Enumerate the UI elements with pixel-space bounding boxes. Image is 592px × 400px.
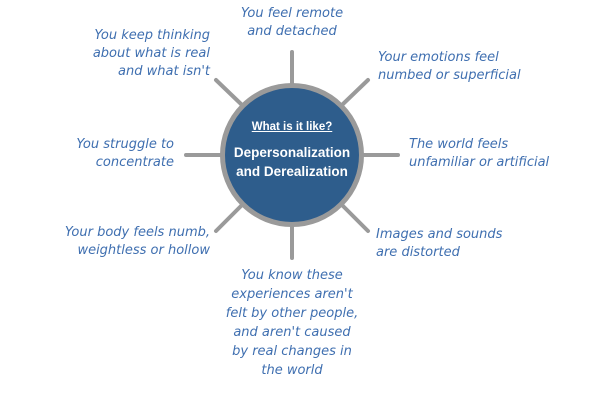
- item-line: The world feels: [409, 137, 509, 152]
- spoke-top-right: [341, 78, 370, 106]
- item-line: the world: [261, 363, 323, 378]
- item-line: by real changes in: [232, 344, 352, 359]
- item-line: Your emotions feel: [378, 50, 499, 65]
- item-line: and detached: [247, 24, 337, 39]
- item-line: unfamiliar or artificial: [409, 155, 550, 170]
- item-line: You know these: [241, 268, 343, 283]
- item-images-distorted: Images and sounds are distorted: [376, 226, 502, 262]
- item-experiences-not-shared: You know these experiences aren't felt b…: [200, 266, 384, 380]
- item-line: and what isn't: [118, 64, 210, 79]
- item-line: are distorted: [376, 245, 460, 260]
- item-struggle-concentrate: You struggle to concentrate: [76, 136, 174, 172]
- hub-title-line1: Depersonalization: [233, 145, 351, 160]
- item-line: You keep thinking: [94, 28, 210, 43]
- spoke-bottom-left: [214, 204, 243, 233]
- center-hub: What is it like? Depersonalization and D…: [220, 83, 364, 227]
- item-line: You struggle to: [76, 137, 174, 152]
- hub-title: Depersonalization and Derealization: [225, 143, 359, 181]
- item-line: numbed or superficial: [378, 68, 521, 83]
- item-remote-detached: You feel remote and detached: [208, 5, 376, 41]
- item-body-numb: Your body feels numb, weightless or holl…: [65, 224, 210, 260]
- item-line: about what is real: [92, 46, 210, 61]
- spoke-bottom-right: [341, 204, 370, 233]
- item-line: concentrate: [95, 155, 174, 170]
- hub-heading: What is it like?: [251, 121, 333, 133]
- item-line: Images and sounds: [376, 227, 503, 242]
- item-line: weightless or hollow: [77, 243, 210, 258]
- item-line: You feel remote: [240, 6, 344, 21]
- item-thinking-real: You keep thinking about what is real and…: [93, 27, 210, 81]
- item-line: experiences aren't: [231, 287, 353, 302]
- hub-title-line2: and Derealization: [236, 164, 348, 179]
- item-world-unfamiliar: The world feels unfamiliar or artificial: [409, 136, 549, 172]
- item-line: Your body feels numb,: [64, 225, 210, 240]
- item-emotions-numbed: Your emotions feel numbed or superficial: [378, 49, 521, 85]
- spoke-top-left: [214, 78, 243, 106]
- item-line: and aren't caused: [233, 325, 351, 340]
- item-line: felt by other people,: [225, 306, 359, 321]
